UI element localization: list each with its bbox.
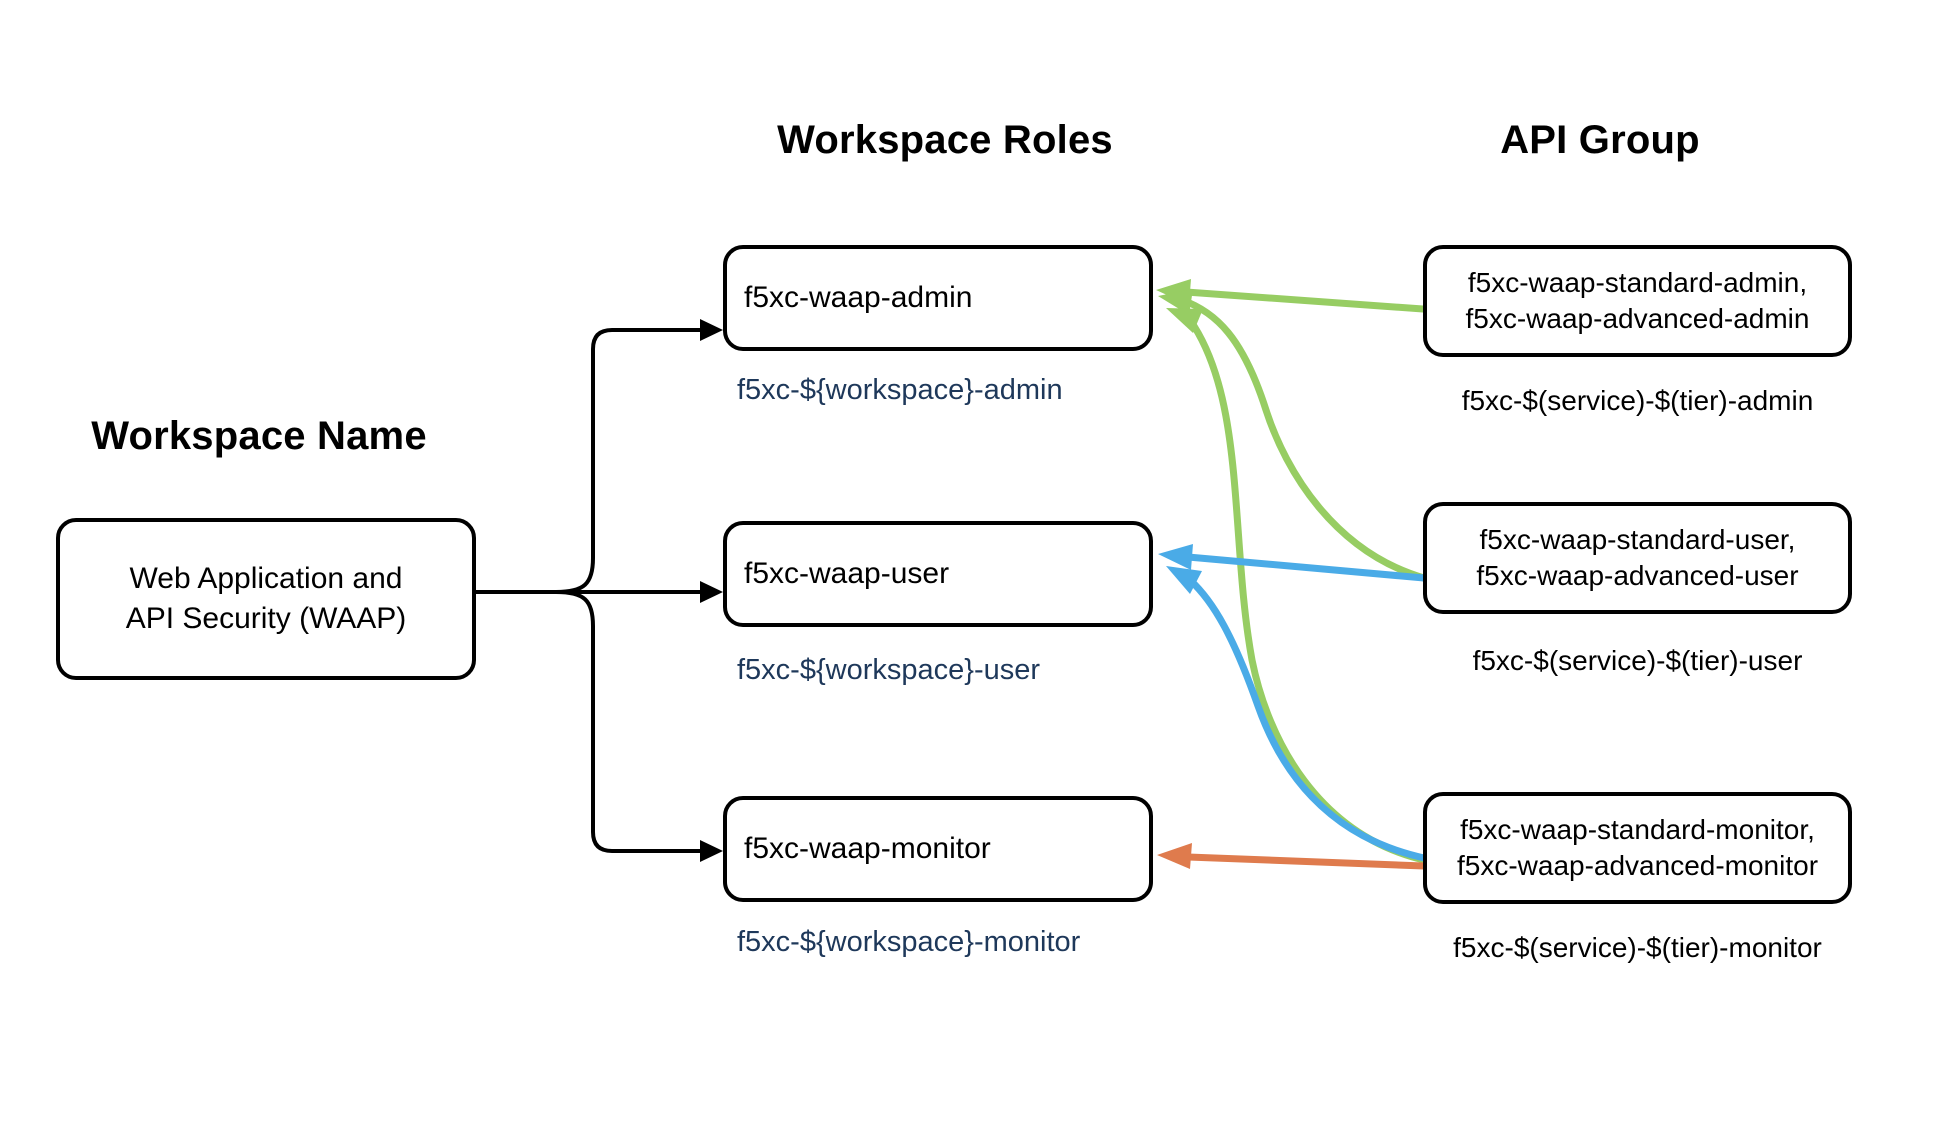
role-box-admin: f5xc-waap-admin bbox=[723, 245, 1153, 351]
api-box-user: f5xc-waap-standard-user, f5xc-waap-advan… bbox=[1423, 502, 1852, 614]
role-pattern-user: f5xc-${workspace}-user bbox=[737, 654, 1041, 686]
role-pattern-admin: f5xc-${workspace}-admin bbox=[737, 374, 1063, 406]
api-box-monitor-line2: f5xc-waap-advanced-monitor bbox=[1456, 850, 1819, 881]
role-box-monitor-label: f5xc-waap-monitor bbox=[744, 832, 991, 866]
api-box-admin: f5xc-waap-standard-admin, f5xc-waap-adva… bbox=[1423, 245, 1852, 357]
role-box-user-label: f5xc-waap-user bbox=[744, 557, 950, 591]
workspace-waap-box: Web Application and API Security (WAAP) bbox=[56, 518, 476, 680]
arrow-waap-to-role-admin bbox=[474, 319, 723, 594]
api-box-admin-line1: f5xc-waap-standard-admin, bbox=[1467, 266, 1808, 298]
api-box-monitor-line1: f5xc-waap-standard-monitor, bbox=[1460, 813, 1815, 845]
arrow-api-user-to-role-admin bbox=[1158, 289, 1428, 582]
workspace-waap-label-line2: API Security (WAAP) bbox=[125, 602, 407, 635]
arrow-waap-to-role-monitor bbox=[474, 590, 723, 862]
role-pattern-monitor: f5xc-${workspace}-monitor bbox=[737, 926, 1081, 958]
api-box-user-line1: f5xc-waap-standard-user, bbox=[1479, 523, 1796, 555]
workspace-name-heading: Workspace Name bbox=[91, 414, 427, 458]
arrow-waap-to-role-user bbox=[474, 581, 723, 603]
api-pattern-monitor: f5xc-$(service)-$(tier)-monitor bbox=[1453, 932, 1822, 963]
arrow-api-admin-to-role-admin bbox=[1156, 279, 1427, 313]
role-box-monitor: f5xc-waap-monitor bbox=[723, 796, 1153, 902]
role-box-admin-label: f5xc-waap-admin bbox=[744, 281, 973, 315]
role-box-user: f5xc-waap-user bbox=[723, 521, 1153, 627]
arrow-api-monitor-to-role-monitor bbox=[1157, 843, 1428, 870]
api-box-admin-line2: f5xc-waap-advanced-admin bbox=[1465, 303, 1810, 334]
workspace-waap-label-line1: Web Application and bbox=[129, 562, 403, 596]
arrow-api-monitor-to-role-admin bbox=[1166, 308, 1428, 864]
api-pattern-user: f5xc-$(service)-$(tier)-user bbox=[1472, 645, 1803, 676]
api-box-user-line2: f5xc-waap-advanced-user bbox=[1476, 560, 1799, 591]
api-box-monitor: f5xc-waap-standard-monitor, f5xc-waap-ad… bbox=[1423, 792, 1852, 904]
workspace-roles-heading: Workspace Roles bbox=[777, 118, 1113, 162]
arrow-api-monitor-to-role-user bbox=[1166, 566, 1428, 862]
api-group-heading: API Group bbox=[1500, 118, 1700, 162]
api-pattern-admin: f5xc-$(service)-$(tier)-admin bbox=[1461, 385, 1814, 416]
arrow-api-user-to-role-user bbox=[1158, 544, 1428, 582]
